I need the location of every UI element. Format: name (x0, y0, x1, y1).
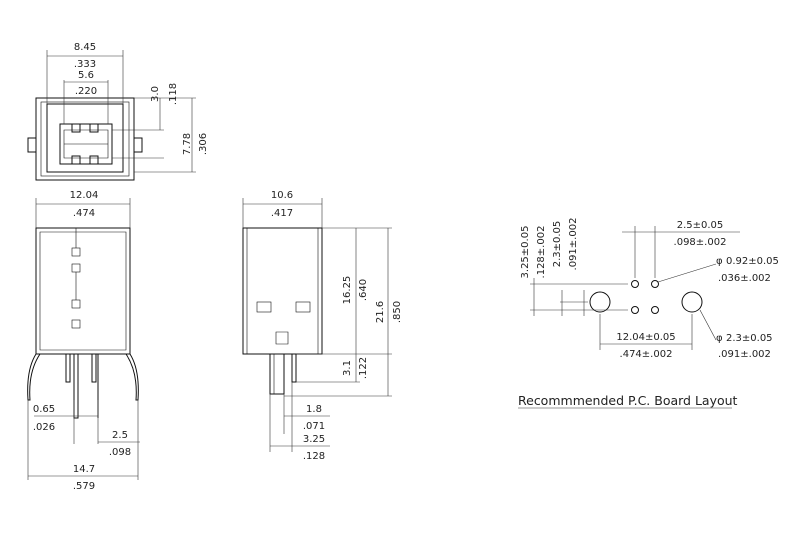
sidea-pitch-mm: 2.5 (112, 430, 128, 441)
small-hole (651, 306, 659, 314)
sideb-pinoff-in: .128 (303, 451, 325, 462)
large-hole-left (589, 291, 611, 313)
sideb-pinlen-mm: 3.1 (342, 360, 353, 376)
front-height-mm: 7.78 (182, 133, 193, 155)
board-pitch-in: .098±.002 (674, 237, 727, 248)
board-v2-mm: 2.3±0.05 (552, 221, 563, 268)
front-width-in: .333 (74, 59, 96, 70)
front-top-mm: 3.0 (150, 86, 161, 102)
sidea-width-mm: 12.04 (70, 190, 99, 201)
front-height-in: .306 (198, 133, 209, 155)
board-v1-in: .128±.002 (536, 226, 547, 279)
sideb-pinlen-in: .122 (358, 357, 369, 379)
sideb-total-in: .850 (392, 301, 403, 323)
sideb-width-mm: 10.6 (271, 190, 293, 201)
sideb-body-mm: 16.25 (342, 276, 353, 305)
front-width-mm: 8.45 (74, 42, 96, 53)
sidea-overall-in: .579 (73, 481, 95, 492)
front-inner-mm: 5.6 (78, 70, 94, 81)
sidea-overall-mm: 14.7 (73, 464, 95, 475)
board-hole-large-in: .091±.002 (718, 349, 771, 360)
board-hole-large-mm: 2.3±0.05 (726, 333, 773, 344)
sidea-pin-mm: 0.65 (33, 404, 55, 415)
sideb-body-in: .640 (358, 279, 369, 301)
large-hole-right (681, 291, 703, 313)
sidea-pitch-in: .098 (109, 447, 131, 458)
sidea-width-in: .474 (73, 208, 95, 219)
board-hole-small-mm: 0.92±0.05 (726, 256, 779, 267)
phi-symbol-small: φ (716, 256, 723, 267)
side-view-b: 10.6 .417 16.25 .640 21.6 .850 3.1 .122 … (242, 190, 403, 462)
sideb-width-in: .417 (271, 208, 293, 219)
sidea-pin-in: .026 (33, 422, 55, 433)
sideb-pinoff-mm: 3.25 (303, 434, 325, 445)
small-hole (631, 280, 639, 288)
board-v2-in: .091±.002 (568, 218, 579, 271)
board-hole-small-in: .036±.002 (718, 273, 771, 284)
small-hole (651, 280, 659, 288)
sideb-pinw-in: .071 (303, 421, 325, 432)
front-inner-in: .220 (75, 86, 97, 97)
small-hole (631, 306, 639, 314)
front-top-in: .118 (168, 83, 179, 105)
board-pitch-mm: 2.5±0.05 (677, 220, 724, 231)
front-view: 8.45 .333 5.6 .220 3.0 .118 7.78 .306 (27, 42, 209, 181)
phi-symbol-large: φ (716, 333, 723, 344)
board-v1-mm: 3.25±0.05 (520, 226, 531, 279)
sideb-total-mm: 21.6 (375, 301, 386, 323)
side-view-a: 12.04 .474 0.65 .026 2.5 .098 14.7 .579 (27, 190, 140, 492)
board-span-in: .474±.002 (620, 349, 673, 360)
board-layout-caption: Recommmended P.C. Board Layout (518, 393, 738, 408)
board-span-mm: 12.04±0.05 (616, 332, 675, 343)
sideb-pinw-mm: 1.8 (306, 404, 322, 415)
board-layout: 3.25±0.05 .128±.002 2.3±0.05 .091±.002 2… (518, 218, 779, 409)
